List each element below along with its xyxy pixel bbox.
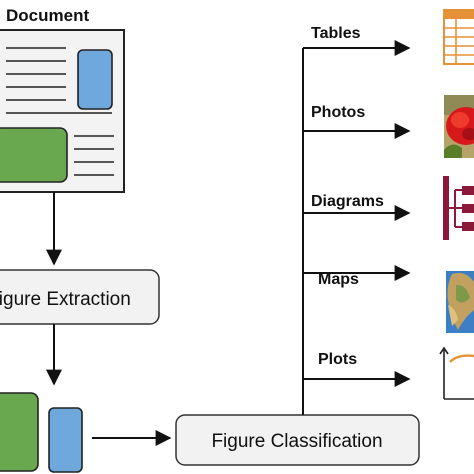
flower-photo-icon	[444, 95, 474, 158]
figure-classification-label: Figure Classification	[211, 431, 382, 452]
category-label-plots: Plots	[318, 351, 357, 368]
category-label-photos: Photos	[311, 104, 365, 121]
category-label-maps: Maps	[318, 271, 359, 288]
extracted-blue-figure	[48, 407, 83, 473]
category-label-tables: Tables	[311, 25, 361, 42]
document-label: Document	[6, 6, 89, 25]
figure-extraction-label: Figure Extraction	[0, 289, 131, 310]
table-icon	[443, 9, 474, 65]
document-green-figure	[0, 127, 68, 183]
figure-extraction-node: Figure Extraction	[0, 269, 160, 325]
document-blue-figure	[77, 49, 113, 110]
category-label-diagrams: Diagrams	[311, 193, 384, 210]
line-plot-icon	[439, 346, 474, 400]
document-page	[0, 29, 125, 193]
figure-classification-node: Figure Classification	[175, 414, 420, 466]
map-icon	[446, 271, 474, 333]
tree-diagram-icon	[443, 176, 474, 240]
extracted-green-figure	[0, 392, 39, 472]
